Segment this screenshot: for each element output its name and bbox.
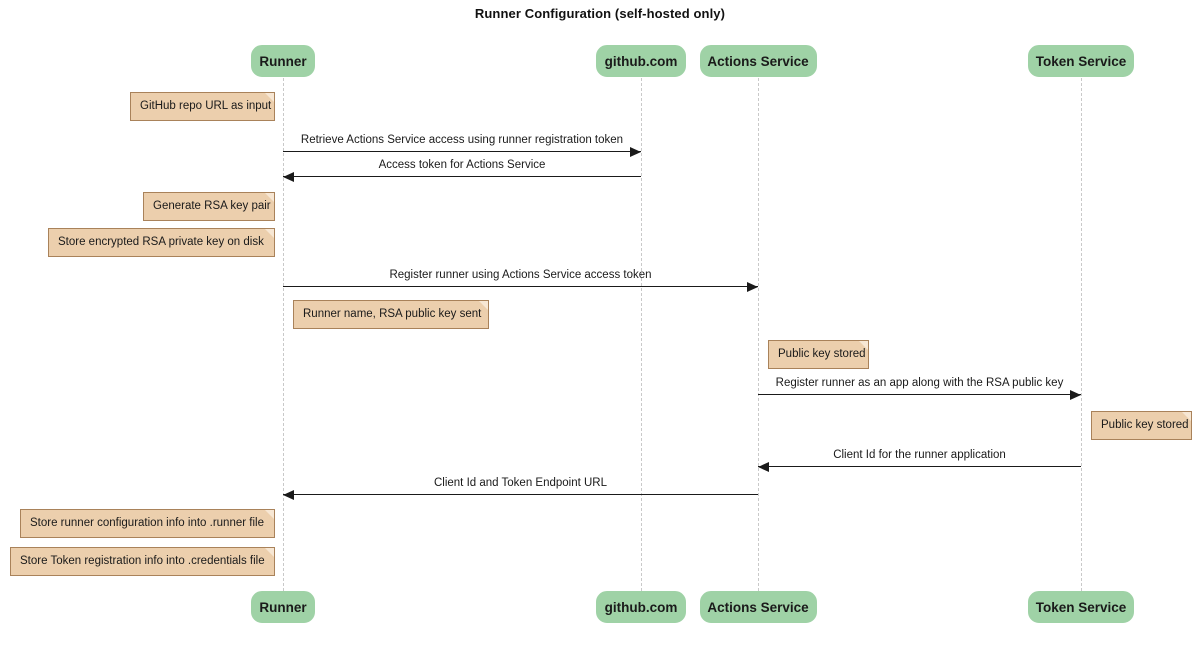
note-fold-corner-icon bbox=[265, 193, 274, 202]
message-label-msg-retrieve-actions-access: Retrieve Actions Service access using ru… bbox=[300, 134, 624, 146]
lifeline-token bbox=[1081, 78, 1082, 591]
note-fold-corner-icon bbox=[265, 229, 274, 238]
message-label-msg-access-token: Access token for Actions Service bbox=[378, 159, 546, 171]
lifeline-actions bbox=[758, 78, 759, 591]
note-fold-corner-icon bbox=[265, 93, 274, 102]
participant-label: github.com bbox=[604, 54, 678, 69]
message-line-msg-client-id-token-endpoint bbox=[283, 494, 758, 495]
note-text: Public key stored bbox=[778, 348, 866, 360]
note-runner-name-key[interactable]: Runner name, RSA public key sent bbox=[293, 300, 489, 329]
note-text: Store Token registration info into .cred… bbox=[20, 555, 265, 567]
note-text: Generate RSA key pair bbox=[153, 200, 271, 212]
participant-github-top[interactable]: github.com bbox=[596, 45, 686, 77]
note-fold-corner-icon bbox=[479, 301, 488, 310]
note-fold-corner-icon bbox=[859, 341, 868, 350]
arrowhead-msg-access-token bbox=[283, 172, 294, 182]
message-label-msg-register-app-rsa: Register runner as an app along with the… bbox=[775, 377, 1064, 389]
participant-token-top[interactable]: Token Service bbox=[1028, 45, 1134, 77]
message-label-msg-client-id-runner-app: Client Id for the runner application bbox=[833, 449, 1006, 461]
note-text: Store encrypted RSA private key on disk bbox=[58, 236, 264, 248]
message-line-msg-client-id-runner-app bbox=[758, 466, 1081, 467]
message-line-msg-register-app-rsa bbox=[758, 394, 1081, 395]
participant-runner-bottom[interactable]: Runner bbox=[251, 591, 315, 623]
note-text: Runner name, RSA public key sent bbox=[303, 308, 482, 320]
participant-label: Token Service bbox=[1035, 54, 1127, 69]
message-label-msg-client-id-token-endpoint: Client Id and Token Endpoint URL bbox=[433, 477, 608, 489]
arrowhead-msg-client-id-token-endpoint bbox=[283, 490, 294, 500]
note-text: Public key stored bbox=[1101, 419, 1189, 431]
note-fold-corner-icon bbox=[265, 510, 274, 519]
lifeline-runner bbox=[283, 78, 284, 591]
participant-token-bottom[interactable]: Token Service bbox=[1028, 591, 1134, 623]
participant-label: Actions Service bbox=[707, 600, 809, 615]
note-fold-corner-icon bbox=[265, 548, 274, 557]
note-text: GitHub repo URL as input bbox=[140, 100, 272, 112]
participant-github-bottom[interactable]: github.com bbox=[596, 591, 686, 623]
message-label-msg-register-runner: Register runner using Actions Service ac… bbox=[389, 269, 652, 281]
note-public-key-actions[interactable]: Public key stored bbox=[768, 340, 869, 369]
arrowhead-msg-client-id-runner-app bbox=[758, 462, 769, 472]
participant-label: github.com bbox=[604, 600, 678, 615]
participant-label: Runner bbox=[259, 600, 307, 615]
participant-label: Token Service bbox=[1035, 600, 1127, 615]
message-line-msg-retrieve-actions-access bbox=[283, 151, 641, 152]
note-github-repo-url[interactable]: GitHub repo URL as input bbox=[130, 92, 275, 121]
note-store-runner-file[interactable]: Store runner configuration info into .ru… bbox=[20, 509, 275, 538]
note-text: Store runner configuration info into .ru… bbox=[30, 517, 264, 529]
note-store-private-key[interactable]: Store encrypted RSA private key on disk bbox=[48, 228, 275, 257]
page-title: Runner Configuration (self-hosted only) bbox=[474, 6, 726, 21]
participant-label: Runner bbox=[259, 54, 307, 69]
message-line-msg-access-token bbox=[283, 176, 641, 177]
participant-runner-top[interactable]: Runner bbox=[251, 45, 315, 77]
note-fold-corner-icon bbox=[1182, 412, 1191, 421]
participant-label: Actions Service bbox=[707, 54, 809, 69]
arrowhead-msg-register-app-rsa bbox=[1070, 390, 1081, 400]
message-line-msg-register-runner bbox=[283, 286, 758, 287]
note-store-credentials[interactable]: Store Token registration info into .cred… bbox=[10, 547, 275, 576]
participant-actions-bottom[interactable]: Actions Service bbox=[699, 591, 817, 623]
note-generate-rsa[interactable]: Generate RSA key pair bbox=[143, 192, 275, 221]
participant-actions-top[interactable]: Actions Service bbox=[699, 45, 817, 77]
lifeline-github bbox=[641, 78, 642, 591]
arrowhead-msg-register-runner bbox=[747, 282, 758, 292]
arrowhead-msg-retrieve-actions-access bbox=[630, 147, 641, 157]
note-public-key-token[interactable]: Public key stored bbox=[1091, 411, 1192, 440]
